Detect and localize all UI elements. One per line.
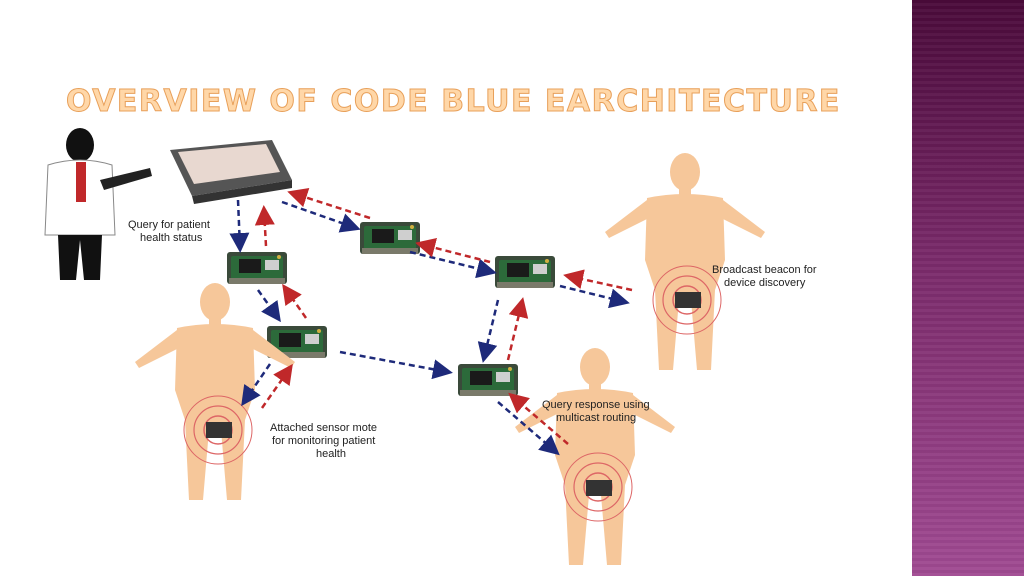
patient-icon: [605, 153, 765, 370]
label-query: Query for patient health status: [128, 219, 210, 244]
sensor-mote-icon: [227, 252, 287, 284]
arrows: [229, 188, 633, 456]
svg-text:health: health: [316, 448, 346, 460]
slide-title: Overview of code blue eArchitecture: [66, 84, 841, 120]
decorative-side-band: [912, 0, 1024, 576]
svg-text:multicast routing: multicast routing: [556, 412, 636, 424]
svg-text:Broadcast beacon for: Broadcast beacon for: [712, 264, 817, 276]
patient-icon: [515, 348, 675, 565]
svg-text:Query for patient: Query for patient: [128, 219, 210, 231]
label-response: Query response using multicast routing: [542, 399, 650, 424]
svg-text:for monitoring patient: for monitoring patient: [272, 435, 375, 447]
pda-icon: [170, 140, 292, 204]
doctor-icon: [44, 128, 152, 280]
svg-text:health status: health status: [140, 232, 203, 244]
patient-icon: [135, 283, 295, 500]
label-attached: Attached sensor mote for monitoring pati…: [270, 422, 377, 460]
sensor-mote-icon: [458, 364, 518, 396]
svg-text:Query response using: Query response using: [542, 399, 650, 411]
svg-text:Attached sensor mote: Attached sensor mote: [270, 422, 377, 434]
label-beacon: Broadcast beacon for device discovery: [712, 264, 817, 289]
codeblue-diagram: Query for patient health status Broadcas…: [44, 128, 817, 565]
sensor-mote-icon: [360, 222, 420, 254]
svg-text:device discovery: device discovery: [724, 277, 806, 289]
sensor-mote-icon: [495, 256, 555, 288]
